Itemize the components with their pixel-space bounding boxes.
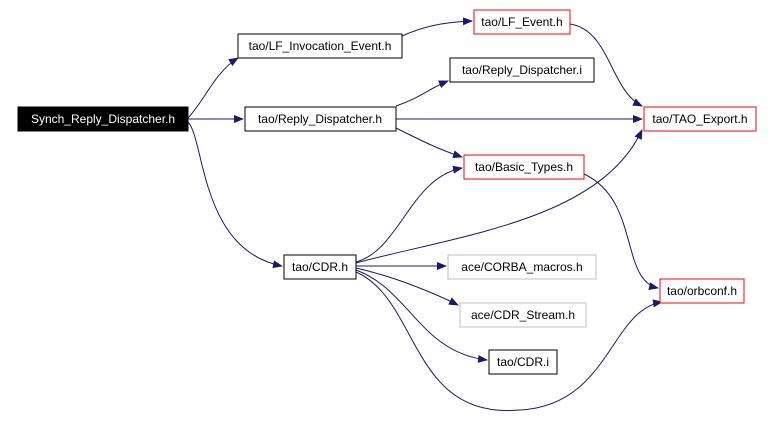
node-lf-invocation-event-label: tao/LF_Invocation_Event.h [249, 39, 392, 53]
edge-reply-dispatcher-h-to-basic-types [395, 127, 463, 159]
node-reply-dispatcher-i[interactable]: tao/Reply_Dispatcher.i [449, 57, 595, 83]
node-lf-event[interactable]: tao/LF_Event.h [473, 9, 571, 35]
edge-cdr-h-to-basic-types [355, 165, 463, 263]
edge-lf-invocation-to-lf-event [401, 17, 473, 37]
node-reply-dispatcher-h[interactable]: tao/Reply_Dispatcher.h [244, 106, 397, 132]
node-root-label: Synch_Reply_Dispatcher.h [31, 112, 175, 126]
node-cdr-i-label: tao/CDR.i [497, 355, 549, 369]
node-lf-invocation-event[interactable]: tao/LF_Invocation_Event.h [237, 33, 403, 59]
node-tao-export-label: tao/TAO_Export.h [652, 112, 747, 126]
node-lf-event-label: tao/LF_Event.h [481, 15, 562, 29]
edge-cdr-h-to-cdr-stream [355, 267, 459, 306]
node-cdr-stream-label: ace/CDR_Stream.h [471, 308, 575, 322]
edge-cdr-h-to-orbconf [355, 271, 663, 412]
edge-root-to-lf-invocation [187, 57, 239, 119]
node-reply-dispatcher-i-label: tao/Reply_Dispatcher.i [462, 63, 582, 77]
edge-cdr-h-to-cdr-i [355, 269, 488, 363]
node-cdr-stream[interactable]: ace/CDR_Stream.h [459, 302, 587, 328]
edge-root-to-cdr-h [187, 121, 283, 269]
node-tao-export[interactable]: tao/TAO_Export.h [643, 106, 757, 132]
edge-cdr-h-to-tao-export [355, 129, 643, 264]
node-cdr-h-label: tao/CDR.h [292, 260, 348, 274]
node-corba-macros[interactable]: ace/CORBA_macros.h [447, 254, 597, 280]
node-cdr-h[interactable]: tao/CDR.h [283, 254, 357, 280]
edge-lf-event-to-tao-export [569, 23, 643, 107]
node-orbconf[interactable]: tao/orbconf.h [659, 278, 745, 304]
node-orbconf-label: tao/orbconf.h [667, 284, 737, 298]
node-basic-types-label: tao/Basic_Types.h [475, 160, 573, 174]
edges [187, 17, 663, 412]
edge-reply-dispatcher-h-to-reply-dispatcher-i [395, 80, 449, 107]
node-reply-dispatcher-h-label: tao/Reply_Dispatcher.h [258, 112, 382, 126]
edge-basic-types-to-orbconf [583, 173, 659, 291]
node-corba-macros-label: ace/CORBA_macros.h [461, 260, 582, 274]
node-root[interactable]: Synch_Reply_Dispatcher.h [17, 106, 189, 132]
node-cdr-i[interactable]: tao/CDR.i [488, 349, 558, 375]
node-basic-types[interactable]: tao/Basic_Types.h [463, 154, 585, 180]
